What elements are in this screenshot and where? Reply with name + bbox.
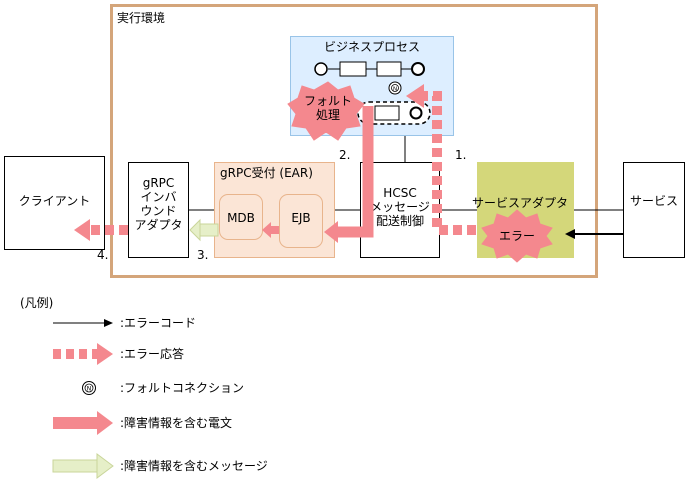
business-process-title: ビジネスプロセス: [323, 40, 420, 54]
fault-message-arrow: [336, 106, 374, 238]
service-adapter-title: サービスアダプタ: [472, 196, 569, 210]
service-label: サービス: [629, 194, 678, 208]
end-node: [411, 62, 425, 76]
grpc-inbound-adapter-box: [128, 162, 189, 258]
ejb-box: [279, 194, 323, 248]
execution-environment: [110, 4, 598, 278]
legend-green-arrow: [52, 459, 99, 473]
grpc-receiver-title: gRPC受付 (EAR): [220, 166, 313, 180]
step-1: 1.: [455, 148, 467, 162]
error-code-arrowhead: [565, 229, 575, 239]
error-burst: [481, 209, 553, 263]
activity-node: [339, 61, 367, 77]
step-2: 2.: [339, 148, 351, 162]
ejb-to-mdb-arrowhead: [262, 222, 271, 238]
svg-text:N: N: [393, 87, 397, 93]
hcsc-label: HCSC メッセージ 配送制御: [370, 186, 430, 228]
legend-pink-arrow: [53, 417, 98, 429]
client-error-arrowhead: [74, 219, 90, 241]
error-response-arrow: [422, 91, 476, 235]
fault-burst: [287, 81, 365, 141]
legend-fault-connection-icon: [82, 381, 96, 395]
mdb-box: [219, 194, 263, 240]
execution-environment-title: 実行環境: [117, 11, 166, 25]
legend-item-fault-message: :障害情報を含む電文: [120, 416, 233, 430]
fault-handling-label: フォルト 処理: [303, 94, 352, 122]
step-4: 4.: [97, 248, 109, 262]
error-label: エラー: [498, 229, 535, 243]
mdb-label: MDB: [227, 211, 255, 225]
service-box: [623, 162, 685, 258]
legend-item-error-response: :エラー応答: [120, 347, 185, 361]
green-message-arrowhead: [189, 218, 201, 242]
error-response-arrowhead: [406, 84, 424, 108]
fault-activity-node: [374, 105, 400, 121]
client-label: クライアント: [18, 194, 91, 208]
fault-connection-icon: [388, 81, 402, 95]
legend-item-fault-connection: :フォルトコネクション: [120, 381, 245, 395]
fault-end-node: [409, 106, 423, 120]
fault-message-arrowhead: [324, 221, 338, 243]
legend-title: (凡例): [20, 296, 54, 310]
step-3: 3.: [197, 248, 209, 262]
legend-item-fault-info-message: :障害情報を含むメッセージ: [120, 459, 268, 473]
start-node: [314, 62, 328, 76]
grpc-inbound-adapter-label: gRPC インバ ウンド アダプタ: [134, 176, 183, 232]
legend-item-error-code: :エラーコード: [120, 316, 197, 330]
svg-text:N: N: [87, 386, 92, 393]
activity-node: [376, 61, 402, 77]
ejb-label: EJB: [291, 211, 311, 225]
